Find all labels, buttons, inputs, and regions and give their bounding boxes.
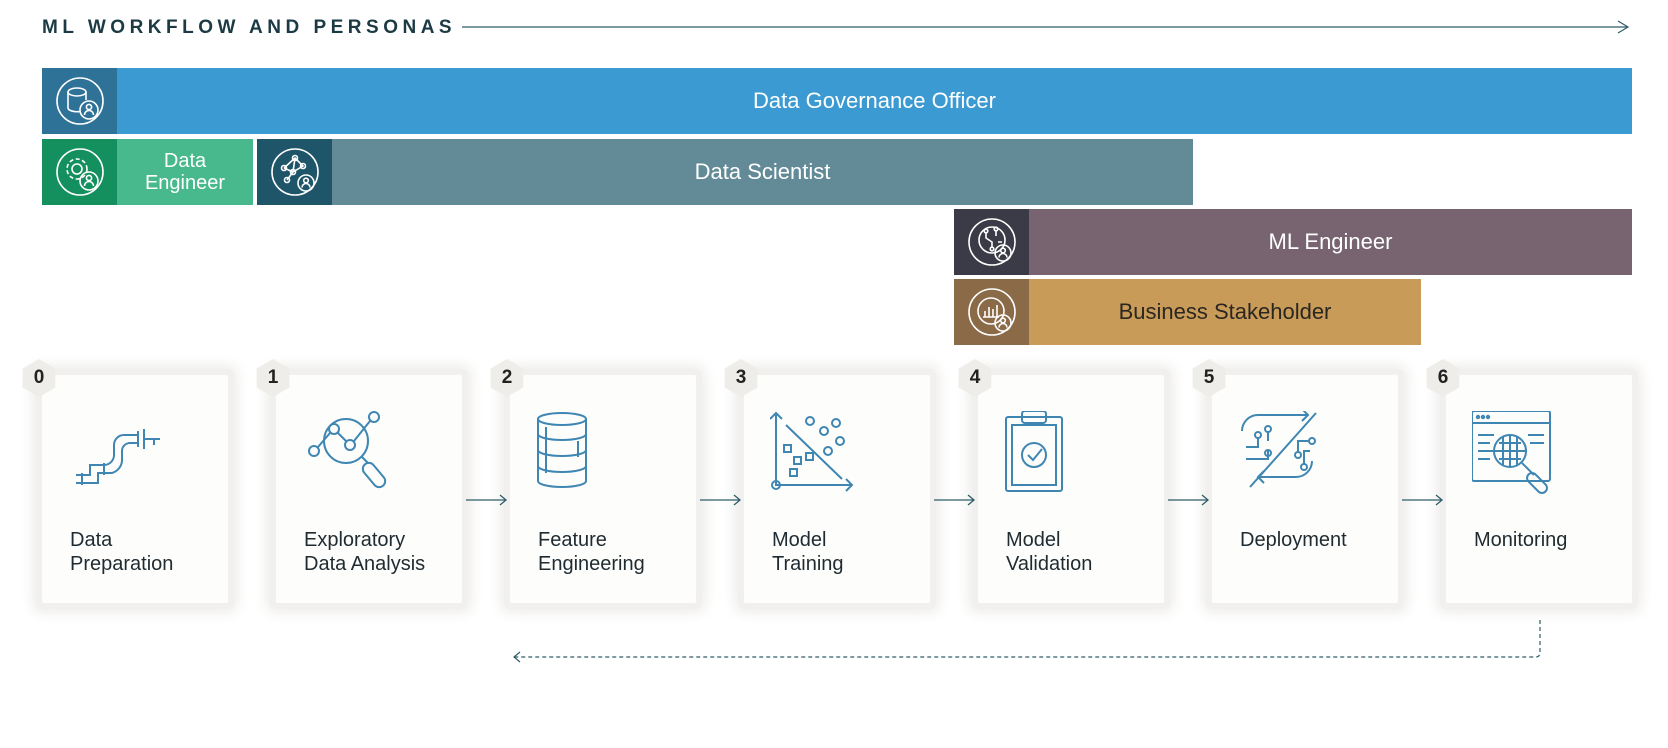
step-card-data-preparation: 0 Data Preparation <box>22 359 248 633</box>
step-label: Model Validation <box>1006 529 1093 575</box>
step-number-badge: 4 <box>958 359 992 397</box>
persona-bar-data-governance-officer: Data Governance Officer <box>42 68 1632 134</box>
step-card-deployment: 5 Deployment <box>1192 359 1418 633</box>
step-card-monitoring: 6 Monitoring <box>1426 359 1652 633</box>
step-card-exploratory-data-analysis: 1 Exploratory Data Analysis <box>256 359 482 633</box>
clipboard-check-icon <box>1005 411 1063 492</box>
step-card-model-training: 3 Model Training <box>724 359 950 633</box>
step-number-badge: 0 <box>22 359 56 397</box>
step-label: Deployment <box>1240 529 1347 551</box>
step-number-badge: 2 <box>490 359 524 397</box>
flow-arrow <box>1402 494 1444 506</box>
persona-bar-business-stakeholder: Business Stakeholder <box>954 279 1421 345</box>
flow-arrow <box>466 494 508 506</box>
flow-arrow <box>700 494 742 506</box>
step-label: Model Training <box>772 529 844 575</box>
step-label: Feature Engineering <box>538 529 645 575</box>
persona-label: Data Governance Officer <box>753 88 996 113</box>
persona-bar-data-engineer: Data Engineer <box>42 139 253 205</box>
gear-user-icon <box>42 139 117 205</box>
chart-user-icon <box>954 279 1029 345</box>
step-label: Data Preparation <box>70 529 174 575</box>
persona-label: Data Scientist <box>694 159 831 184</box>
magnifier-graph-icon <box>308 411 387 489</box>
feedback-loop-arrow <box>513 620 1541 663</box>
monitor-search-icon <box>1472 411 1551 494</box>
flow-arrow <box>1168 494 1210 506</box>
network-user-icon <box>257 139 332 205</box>
step-card-model-validation: 4 Model Validation <box>958 359 1184 633</box>
card-background <box>276 375 462 603</box>
persona-label: ML Engineer <box>1268 229 1393 254</box>
circuit-arrows-icon <box>1241 411 1317 488</box>
card-background <box>978 375 1164 603</box>
card-background <box>1446 375 1632 603</box>
step-number-badge: 3 <box>724 359 758 397</box>
step-card-feature-engineering: 2 Feature Engineering <box>490 359 716 633</box>
step-number-badge: 5 <box>1192 359 1226 397</box>
step-label: Monitoring <box>1474 529 1568 551</box>
step-number-badge: 1 <box>256 359 290 397</box>
persona-label: Business Stakeholder <box>1118 299 1332 324</box>
persona-bar-data-scientist: Data Scientist <box>257 139 1193 205</box>
persona-bar-ml-engineer: ML Engineer <box>954 209 1632 275</box>
pipe-icon <box>76 429 160 485</box>
circuit-user-icon <box>954 209 1029 275</box>
step-label: Exploratory Data Analysis <box>304 529 426 575</box>
persona-label: Data Engineer <box>144 150 226 194</box>
flow-arrow <box>934 494 976 506</box>
timeline-arrow <box>462 20 1630 34</box>
scatter-plot-icon <box>770 411 854 492</box>
diagram-title: ML WORKFLOW AND PERSONAS <box>42 17 457 38</box>
database-icon <box>537 412 587 488</box>
step-number-badge: 6 <box>1426 359 1460 397</box>
card-background <box>42 375 228 603</box>
database-user-icon <box>42 68 117 134</box>
card-background <box>510 375 696 603</box>
